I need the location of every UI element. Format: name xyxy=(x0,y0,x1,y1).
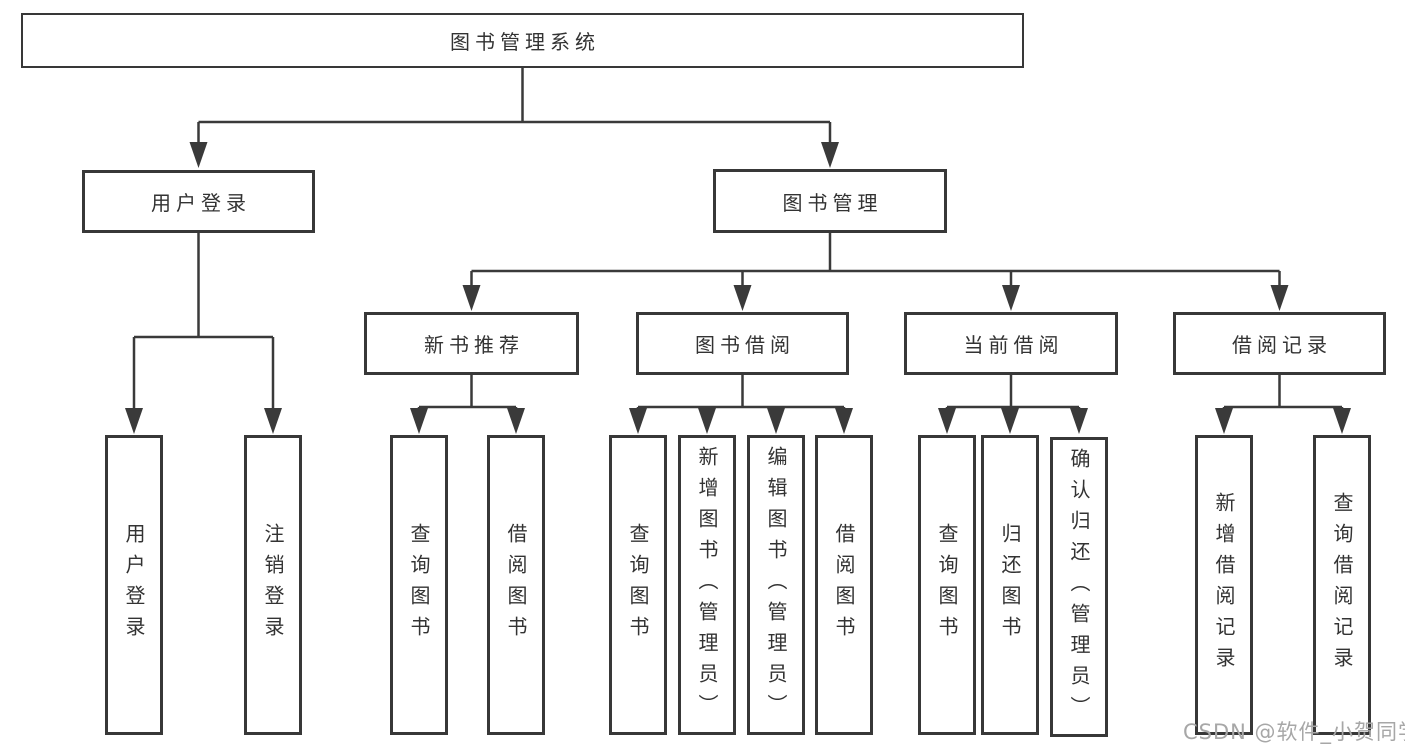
leaf-label: 查询图书 xyxy=(935,523,959,647)
leaf-label: 查询图书 xyxy=(626,523,650,647)
node-book-borrow: 图书借阅 xyxy=(636,312,849,375)
leaf-label: 新增图书（管理员） xyxy=(695,445,719,725)
connector-borrow-records-split xyxy=(1215,375,1351,434)
node-user-login: 用户登录 xyxy=(82,170,315,233)
arrow-down-icon xyxy=(125,408,143,434)
node-library-management-system: 图书管理系统 xyxy=(21,13,1024,68)
arrow-down-icon xyxy=(264,408,282,434)
watermark: CSDN @软件_小贺同学 xyxy=(1183,720,1405,744)
leaf-query-books-borrow: 查询图书 xyxy=(609,435,667,735)
leaf-query-borrow-record: 查询借阅记录 xyxy=(1313,435,1371,735)
connector-book-management-split xyxy=(462,233,1289,311)
connector-user-login-split xyxy=(125,233,282,434)
connector-book-borrow-split xyxy=(629,375,853,434)
leaf-label: 用户登录 xyxy=(122,523,146,647)
node-book-management: 图书管理 xyxy=(713,169,947,233)
leaf-label: 查询图书 xyxy=(407,523,431,647)
arrow-down-icon xyxy=(410,408,428,434)
leaf-label: 确认归还（管理员） xyxy=(1067,447,1091,727)
leaf-label: 归还图书 xyxy=(998,523,1022,647)
leaf-user-login: 用户登录 xyxy=(105,435,163,735)
arrow-down-icon xyxy=(1270,285,1289,311)
arrow-down-icon xyxy=(189,142,208,168)
node-new-book-recommend: 新书推荐 xyxy=(364,312,579,375)
leaf-query-books-recommend: 查询图书 xyxy=(390,435,448,735)
arrow-down-icon xyxy=(1333,408,1351,434)
leaf-return-books: 归还图书 xyxy=(981,435,1039,735)
leaf-confirm-return-admin: 确认归还（管理员） xyxy=(1050,437,1108,737)
arrow-down-icon xyxy=(821,142,839,168)
leaf-add-books-admin: 新增图书（管理员） xyxy=(678,435,736,735)
leaf-label: 注销登录 xyxy=(261,523,285,647)
leaf-logout: 注销登录 xyxy=(244,435,302,735)
connector-current-borrow-split xyxy=(938,375,1088,434)
arrow-down-icon xyxy=(698,408,716,434)
leaf-label: 借阅图书 xyxy=(504,523,528,647)
arrow-down-icon xyxy=(462,285,481,311)
node-borrow-records: 借阅记录 xyxy=(1173,312,1386,375)
leaf-label: 新增借阅记录 xyxy=(1212,492,1236,678)
leaf-label: 查询借阅记录 xyxy=(1330,492,1354,678)
leaf-borrow-books: 借阅图书 xyxy=(815,435,873,735)
node-current-borrow: 当前借阅 xyxy=(904,312,1118,375)
arrow-down-icon xyxy=(1215,408,1233,434)
arrow-down-icon xyxy=(767,408,785,434)
connector-root-split xyxy=(189,68,839,168)
leaf-edit-books-admin: 编辑图书（管理员） xyxy=(747,435,805,735)
arrow-down-icon xyxy=(1070,408,1088,434)
leaf-add-borrow-record: 新增借阅记录 xyxy=(1195,435,1253,735)
arrow-down-icon xyxy=(507,408,525,434)
arrow-down-icon xyxy=(835,408,853,434)
arrow-down-icon xyxy=(629,408,647,434)
leaf-label: 借阅图书 xyxy=(832,523,856,647)
leaf-query-books-current: 查询图书 xyxy=(918,435,976,735)
connector-new-book-split xyxy=(410,375,525,434)
arrow-down-icon xyxy=(1002,285,1020,311)
leaf-label: 编辑图书（管理员） xyxy=(764,445,788,725)
arrow-down-icon xyxy=(1001,408,1019,434)
leaf-borrow-books-recommend: 借阅图书 xyxy=(487,435,545,735)
arrow-down-icon xyxy=(938,408,956,434)
arrow-down-icon xyxy=(733,285,752,311)
